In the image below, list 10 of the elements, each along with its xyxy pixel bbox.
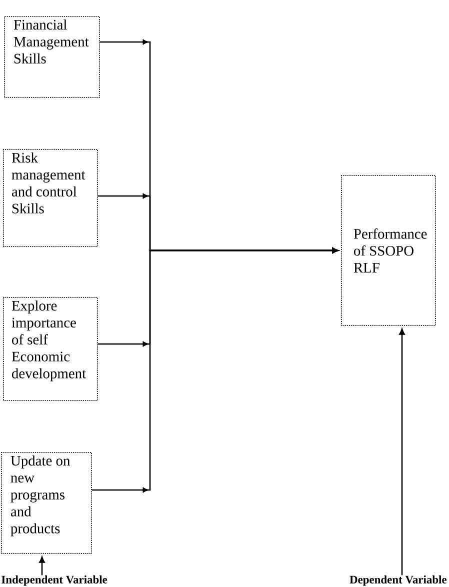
text-box: Financial Management Skills [4,16,100,98]
arrow [399,328,405,576]
arrow [92,248,338,492]
text-box: Update on new programs and products [1,452,92,554]
text-box: Explore importance of self Economic development [3,297,98,401]
text-box: Performance of SSOPO RLF [341,175,436,326]
variable-label: Dependent Variable [350,575,446,586]
arrow [39,556,45,576]
text-box: Risk management and control Skills [3,149,98,247]
variable-label: Independent Variable [2,575,108,586]
